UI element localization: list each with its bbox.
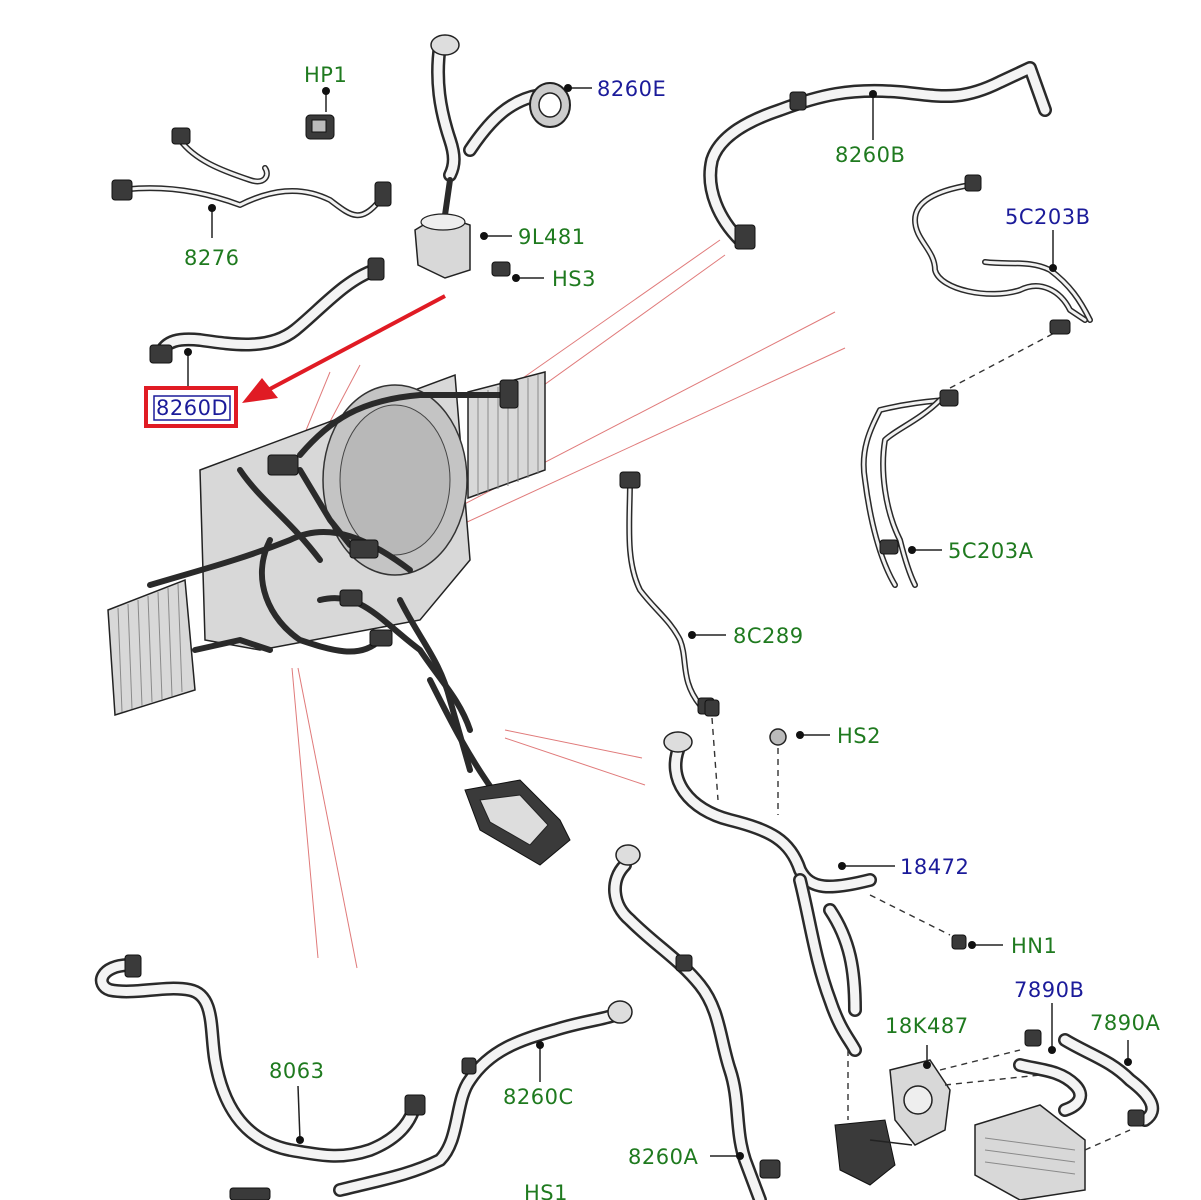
- part-18k487: [834, 1045, 1041, 1186]
- part-hn1: [869, 894, 1003, 950]
- part-8276: [111, 127, 392, 238]
- part-hp1: [305, 87, 335, 140]
- label-8260d[interactable]: 8260D: [156, 396, 228, 420]
- highlight-box: [144, 386, 238, 428]
- label-hn1[interactable]: HN1: [1011, 934, 1057, 958]
- reference-lines: [291, 239, 846, 969]
- label-8260e[interactable]: 8260E: [597, 77, 666, 101]
- label-18472[interactable]: 18472: [900, 855, 969, 879]
- label-8c289[interactable]: 8C289: [733, 624, 804, 648]
- label-8276[interactable]: 8276: [184, 246, 239, 270]
- label-hp1[interactable]: HP1: [304, 63, 347, 87]
- labels: HP1 8260E 8260B 8276 9L481 HS3 5C203B 82…: [156, 63, 1160, 1200]
- part-8c289: [619, 471, 726, 715]
- highlight-inner-box: [153, 395, 231, 421]
- part-hs3: [491, 261, 544, 282]
- part-7890b: [1013, 1003, 1088, 1117]
- label-7890a[interactable]: 7890A: [1090, 1011, 1160, 1035]
- label-8260c[interactable]: 8260C: [503, 1085, 574, 1109]
- part-hs1: [229, 1187, 271, 1200]
- label-8260a[interactable]: 8260A: [628, 1145, 698, 1169]
- radiator-assembly: [107, 371, 571, 866]
- part-8260d: [149, 257, 385, 390]
- part-8260e: [430, 34, 592, 182]
- part-8063: [94, 954, 426, 1163]
- part-8260a: [608, 844, 781, 1200]
- part-hs2: [769, 728, 830, 815]
- label-8260b[interactable]: 8260B: [835, 143, 905, 167]
- label-18k487[interactable]: 18K487: [885, 1014, 969, 1038]
- label-hs2[interactable]: HS2: [837, 724, 881, 748]
- label-7890b[interactable]: 7890B: [1014, 978, 1084, 1002]
- part-oil-cooler: [974, 1104, 1131, 1200]
- callout-arrow: [242, 294, 446, 403]
- label-hs1[interactable]: HS1: [524, 1181, 568, 1200]
- part-7890a: [1058, 1033, 1160, 1127]
- part-18472: [663, 699, 895, 1057]
- part-5c203: [860, 174, 1093, 588]
- label-9l481[interactable]: 9L481: [518, 225, 586, 249]
- part-9l481: [414, 177, 512, 279]
- label-hs3[interactable]: HS3: [552, 267, 596, 291]
- label-5c203a[interactable]: 5C203A: [948, 539, 1034, 563]
- label-8063[interactable]: 8063: [269, 1059, 324, 1083]
- label-5c203b[interactable]: 5C203B: [1005, 205, 1091, 229]
- part-8260c: [333, 1000, 633, 1197]
- part-8260b: [703, 61, 1052, 250]
